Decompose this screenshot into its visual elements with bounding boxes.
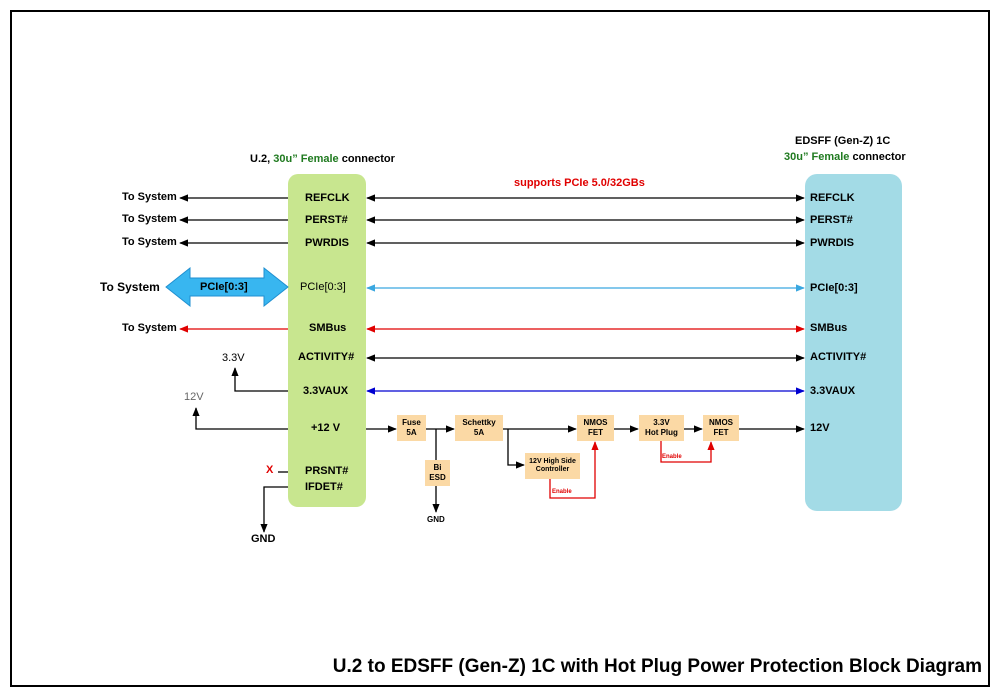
edsff-pin-pwrdis: PWRDIS xyxy=(810,237,854,249)
controller-feed-line xyxy=(507,429,525,469)
diagram-frame xyxy=(10,10,990,687)
edsff-pin-activity: ACTIVITY# xyxy=(810,351,867,363)
u2-heading-suffix: connector xyxy=(338,153,395,165)
u2-pin-pwrdis: PWRDIS xyxy=(305,237,349,249)
nmos-fet-block-1: NMOS FET xyxy=(577,415,614,441)
u2-heading-plating: 30u” Female xyxy=(273,153,339,165)
schottky-block: Schettky 5A xyxy=(455,415,503,441)
edsff-connector-heading: 30u” Female connector xyxy=(784,152,906,163)
u2-pin-aux: 3.3VAUX xyxy=(303,385,349,397)
v12-rail-line xyxy=(192,407,288,430)
u2-heading-prefix: U.2, xyxy=(250,153,274,165)
rail-3v3-label: 3.3V xyxy=(222,352,245,364)
u2-connector-body xyxy=(288,174,366,507)
pcie-system-double-arrow xyxy=(165,266,289,308)
rail-12v-label: 12V xyxy=(184,391,204,403)
fuse-block: Fuse 5A xyxy=(397,415,426,441)
edsff-pin-perst: PERST# xyxy=(810,214,853,226)
high-side-controller-block: 12V High Side Controller xyxy=(525,453,580,479)
ifdet-gnd-line xyxy=(260,486,288,533)
u2-pin-perst: PERST# xyxy=(305,214,348,226)
u2-pin-activity: ACTIVITY# xyxy=(298,351,355,363)
to-system-pcie: To System xyxy=(100,280,160,294)
enable1-line xyxy=(549,441,599,499)
to-system-pwrdis: To System xyxy=(122,236,177,248)
no-connect-mark: X xyxy=(266,464,274,476)
diagram-title: U.2 to EDSFF (Gen-Z) 1C with Hot Plug Po… xyxy=(332,656,982,677)
edsff-heading-line1: EDSFF (Gen-Z) 1C xyxy=(795,135,891,147)
u2-pin-smbus: SMBus xyxy=(309,322,347,334)
edsff-pin-12v: 12V xyxy=(810,422,830,434)
pcie-support-note: supports PCIe 5.0/32GBs xyxy=(514,177,645,189)
u2-pin-refclk: REFCLK xyxy=(305,192,350,204)
u2-pin-pcie: PCIe[0:3] xyxy=(300,281,346,293)
edsff-pin-pcie: PCIe[0:3] xyxy=(810,282,858,294)
u2-pin-ifdet: IFDET# xyxy=(305,481,343,493)
enable-label-1: Enable xyxy=(552,489,572,495)
esd-block: Bi ESD xyxy=(425,460,450,486)
enable2-line xyxy=(660,441,715,463)
u2-pin-12v: +12 V xyxy=(311,422,341,434)
enable-label-2: Enable xyxy=(662,454,682,460)
to-system-smbus: To System xyxy=(122,322,177,334)
pcie-arrow-label: PCIe[0:3] xyxy=(200,281,248,293)
edsff-heading-suffix: connector xyxy=(849,151,906,163)
u2-connector-heading: U.2, 30u” Female connector xyxy=(250,154,395,165)
edsff-pin-smbus: SMBus xyxy=(810,322,848,334)
edsff-pin-aux: 3.3VAUX xyxy=(810,385,856,397)
edsff-connector-body xyxy=(805,174,902,511)
v33-rail-line xyxy=(231,367,288,392)
edsff-pin-refclk: REFCLK xyxy=(810,192,855,204)
esd-gnd-label: GND xyxy=(427,515,445,524)
nmos-fet-block-2: NMOS FET xyxy=(703,415,739,441)
edsff-heading-plating: 30u” Female xyxy=(784,151,850,163)
to-system-refclk: To System xyxy=(122,191,177,203)
u2-pin-prsnt: PRSNT# xyxy=(305,465,349,477)
ifdet-gnd-label: GND xyxy=(251,533,276,545)
hot-plug-block: 3.3V Hot Plug xyxy=(639,415,684,441)
to-system-perst: To System xyxy=(122,213,177,225)
